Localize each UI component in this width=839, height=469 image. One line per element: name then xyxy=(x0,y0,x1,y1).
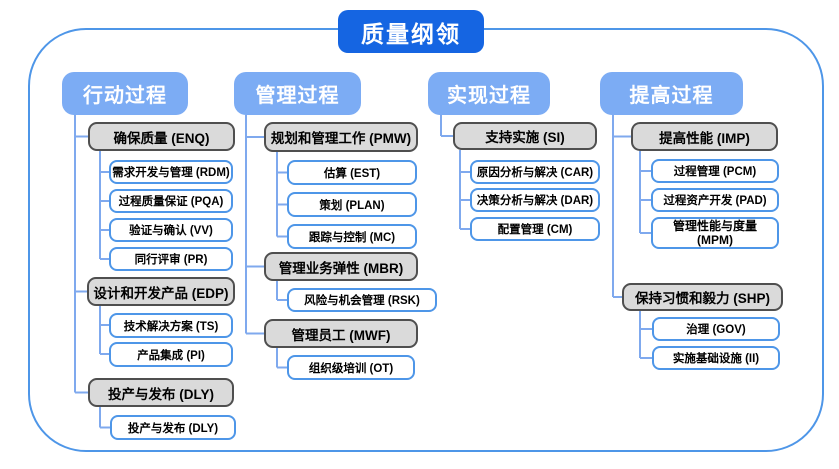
group-imp: 提高性能 (IMP) xyxy=(631,122,778,151)
leaf-pqa: 过程质量保证 (PQA) xyxy=(109,189,233,213)
group-edp: 设计和开发产品 (EDP) xyxy=(87,277,235,306)
column-header-improvement-process: 提高过程 xyxy=(600,72,743,115)
group-si: 支持实施 (SI) xyxy=(453,122,597,150)
group-enq: 确保质量 (ENQ) xyxy=(88,122,235,151)
group-pmw: 规划和管理工作 (PMW) xyxy=(264,122,418,152)
leaf-mpm: 管理性能与度量 (MPM) xyxy=(651,217,779,249)
leaf-plan: 策划 (PLAN) xyxy=(287,192,417,217)
column-header-action-process: 行动过程 xyxy=(62,72,188,115)
leaf-dly: 投产与发布 (DLY) xyxy=(110,415,236,440)
leaf-rdm: 需求开发与管理 (RDM) xyxy=(109,160,233,184)
leaf-vv: 验证与确认 (VV) xyxy=(109,218,233,242)
leaf-pad: 过程资产开发 (PAD) xyxy=(651,188,779,212)
leaf-gov: 治理 (GOV) xyxy=(652,317,780,341)
group-shp: 保持习惯和毅力 (SHP) xyxy=(622,283,783,311)
leaf-dar: 决策分析与解决 (DAR) xyxy=(470,188,600,212)
group-mwf: 管理员工 (MWF) xyxy=(264,319,418,348)
diagram-title: 质量纲领 xyxy=(338,10,484,53)
leaf-mc: 跟踪与控制 (MC) xyxy=(287,224,417,249)
leaf-pcm: 过程管理 (PCM) xyxy=(651,159,779,183)
leaf-car: 原因分析与解决 (CAR) xyxy=(470,160,600,184)
leaf-ts: 技术解决方案 (TS) xyxy=(109,313,233,338)
leaf-est: 估算 (EST) xyxy=(287,160,417,185)
leaf-rsk: 风险与机会管理 (RSK) xyxy=(287,288,437,312)
column-header-implementation-process: 实现过程 xyxy=(428,72,550,115)
leaf-ii: 实施基础设施 (II) xyxy=(652,346,780,370)
leaf-ot: 组织级培训 (OT) xyxy=(287,355,415,380)
group-mbr: 管理业务弹性 (MBR) xyxy=(264,252,418,281)
column-header-management-process: 管理过程 xyxy=(234,72,361,115)
leaf-pr: 同行评审 (PR) xyxy=(109,247,233,271)
leaf-pi: 产品集成 (PI) xyxy=(109,342,233,367)
leaf-cm: 配置管理 (CM) xyxy=(470,217,600,241)
group-dly: 投产与发布 (DLY) xyxy=(88,378,234,407)
